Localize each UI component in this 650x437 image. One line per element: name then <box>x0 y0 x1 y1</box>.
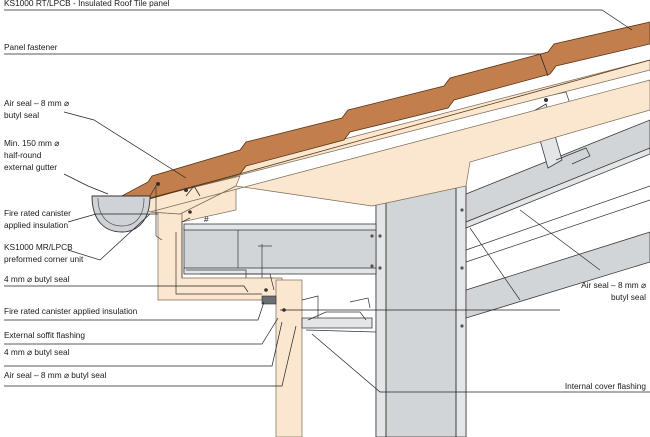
soffit-flashing <box>186 269 377 333</box>
leader-lines <box>4 9 650 393</box>
label-canister-2: Fire rated canister applied insulation <box>4 306 138 316</box>
steel-rafter <box>465 119 650 319</box>
corner-unit-insulation <box>157 175 303 437</box>
label-corner-2: preformed corner unit <box>4 254 84 264</box>
label-air-seal-top-1: Air seal – 8 mm ⌀ <box>4 98 69 108</box>
label-gutter-3: external gutter <box>4 162 57 172</box>
label-canister-1a: Fire rated canister <box>4 208 71 218</box>
label-gutter-2: half-round <box>4 150 42 160</box>
label-butyl-4mm-2: 4 mm ⌀ butyl seal <box>4 347 70 357</box>
label-butyl-4mm-1: 4 mm ⌀ butyl seal <box>4 274 70 284</box>
label-air-seal-right-2: butyl seal <box>611 292 646 302</box>
label-panel-fastener: Panel fastener <box>4 42 58 52</box>
label-internal-cover-flashing: Internal cover flashing <box>565 381 647 391</box>
labels: KS1000 RT/LPCB - Insulated Roof Tile pan… <box>4 0 646 391</box>
fasteners <box>156 182 286 312</box>
label-soffit-flashing: External soffit flashing <box>4 330 85 340</box>
hash-mark: # <box>204 214 209 224</box>
label-air-seal-right-1: Air seal – 8 mm ⌀ <box>581 280 646 290</box>
label-corner-1: KS1000 MR/LPCB <box>4 242 73 252</box>
steel-column <box>375 179 467 437</box>
label-gutter-1: Min. 150 mm ⌀ <box>4 138 59 148</box>
eaves-beam <box>183 223 377 279</box>
label-air-seal-bottom: Air seal – 8 mm ⌀ butyl seal <box>4 370 106 380</box>
label-air-seal-top-2: butyl seal <box>4 110 39 120</box>
label-roof-tile-panel: KS1000 RT/LPCB - Insulated Roof Tile pan… <box>4 0 170 8</box>
label-canister-1b: applied insulation <box>4 220 69 230</box>
roof-tile-panel <box>117 21 650 215</box>
